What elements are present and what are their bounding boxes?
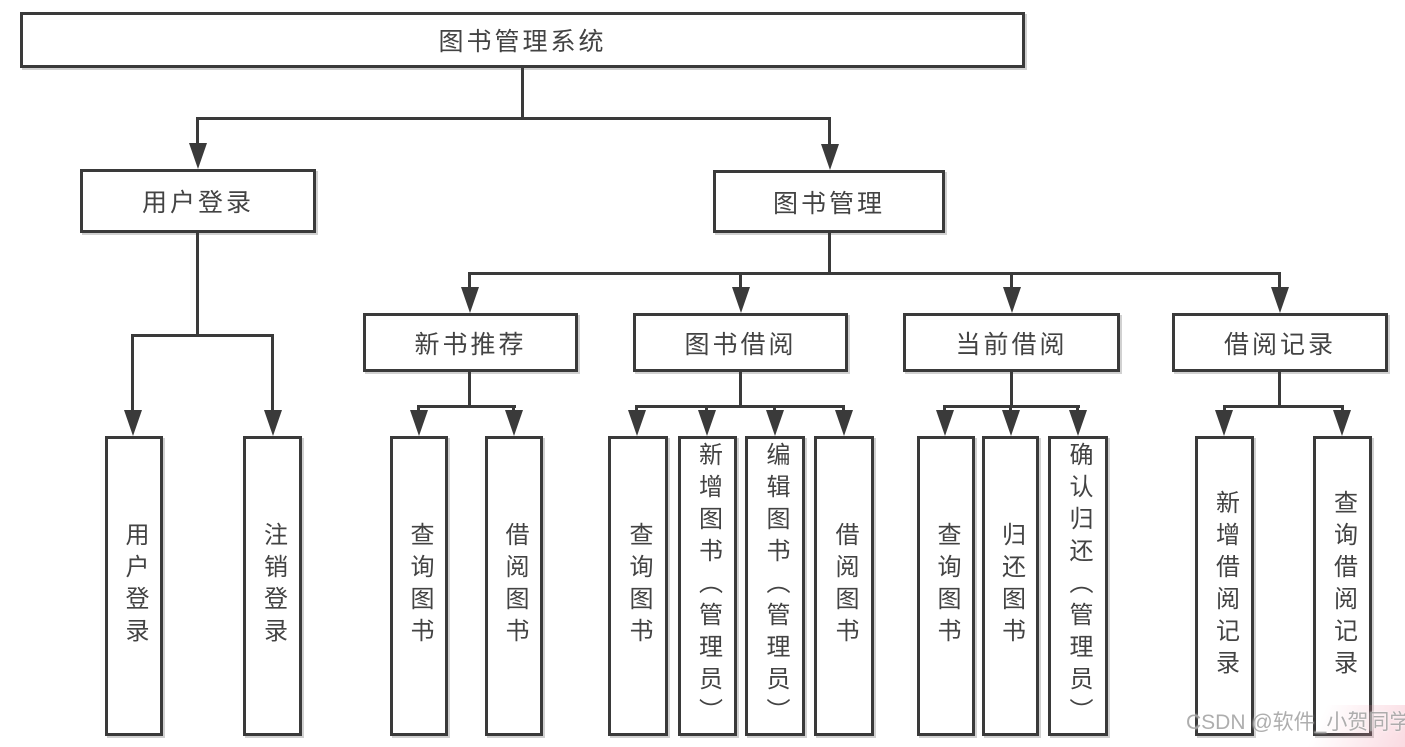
connector-user-stem bbox=[196, 233, 199, 334]
connector-to-leaf bbox=[131, 334, 134, 410]
node-book-mgmt: 图书管理 bbox=[713, 170, 945, 233]
connector-to-record bbox=[1278, 272, 1281, 287]
leaf-logout: 注销登录 bbox=[243, 436, 302, 736]
connector-to-leaf bbox=[842, 405, 845, 410]
connector-root-split bbox=[196, 117, 831, 120]
connector-to-leaf bbox=[773, 405, 776, 410]
connector-to-leaf bbox=[635, 405, 638, 410]
leaf-borrow-edit-book-admin-label: 编辑图书（管理员） bbox=[762, 442, 789, 730]
node-borrow-record: 借阅记录 bbox=[1172, 313, 1388, 372]
connector-to-leaf bbox=[1341, 405, 1344, 410]
leaf-borrow-add-book-admin: 新增图书（管理员） bbox=[678, 436, 737, 736]
arrow-down-icon bbox=[766, 410, 784, 436]
connector-record-stem bbox=[1278, 372, 1281, 405]
node-current-borrow: 当前借阅 bbox=[903, 313, 1120, 372]
leaf-borrow-borrow-book-label: 借阅图书 bbox=[831, 522, 858, 650]
node-user-login-label: 用户登录 bbox=[141, 189, 254, 217]
leaf-borrow-add-book-admin-label: 新增图书（管理员） bbox=[694, 442, 722, 730]
connector-recommend-split bbox=[417, 405, 516, 408]
connector-to-borrow bbox=[739, 272, 742, 287]
arrow-down-icon bbox=[1003, 287, 1021, 313]
leaf-current-confirm-return-admin-label: 确认归还（管理员） bbox=[1065, 442, 1092, 730]
connector-to-leaf bbox=[512, 405, 515, 410]
connector-record-split bbox=[1223, 405, 1344, 408]
leaf-borrow-borrow-book: 借阅图书 bbox=[814, 436, 874, 736]
csdn-watermark: CSDN @软件_小贺同学 bbox=[1186, 711, 1405, 734]
leaf-user-login: 用户登录 bbox=[105, 436, 163, 736]
node-borrow-record-label: 借阅记录 bbox=[1223, 330, 1336, 359]
arrow-down-icon bbox=[1271, 287, 1289, 313]
arrow-down-icon bbox=[461, 287, 479, 313]
connector-to-leaf bbox=[271, 334, 274, 410]
leaf-current-confirm-return-admin: 确认归还（管理员） bbox=[1048, 436, 1108, 736]
leaf-record-add-record-label: 新增借阅记录 bbox=[1211, 490, 1239, 682]
arrow-down-icon bbox=[505, 410, 523, 436]
node-book-mgmt-label: 图书管理 bbox=[772, 189, 885, 218]
node-book-borrow: 图书借阅 bbox=[633, 313, 848, 372]
leaf-borrow-edit-book-admin: 编辑图书（管理员） bbox=[745, 436, 805, 736]
arrow-down-icon bbox=[1215, 410, 1233, 436]
leaf-current-query-book: 查询图书 bbox=[917, 436, 975, 736]
node-current-borrow-label: 当前借阅 bbox=[955, 330, 1068, 359]
node-root: 图书管理系统 bbox=[20, 12, 1025, 68]
connector-to-recommend bbox=[468, 272, 471, 287]
arrow-down-icon bbox=[628, 410, 646, 436]
arrow-down-icon bbox=[835, 410, 853, 436]
leaf-current-return-book: 归还图书 bbox=[982, 436, 1039, 736]
connector-borrow-split bbox=[635, 405, 845, 408]
arrow-down-icon bbox=[698, 410, 716, 436]
leaf-recommend-query-book: 查询图书 bbox=[390, 436, 448, 736]
connector-to-leaf bbox=[417, 405, 420, 410]
leaf-recommend-borrow-book: 借阅图书 bbox=[485, 436, 543, 736]
leaf-current-query-book-label: 查询图书 bbox=[933, 522, 960, 650]
node-user-login: 用户登录 bbox=[80, 169, 316, 233]
arrow-down-icon bbox=[732, 287, 750, 313]
node-new-book-recommend: 新书推荐 bbox=[363, 313, 578, 372]
connector-to-current bbox=[1010, 272, 1013, 287]
connector-to-leaf bbox=[943, 405, 946, 410]
leaf-current-return-book-label: 归还图书 bbox=[997, 522, 1025, 650]
arrow-down-icon bbox=[1333, 410, 1351, 436]
node-new-book-recommend-label: 新书推荐 bbox=[414, 330, 527, 359]
leaf-user-login-label: 用户登录 bbox=[121, 522, 148, 650]
arrow-down-icon bbox=[189, 143, 207, 169]
connector-to-leaf bbox=[1223, 405, 1226, 410]
connector-book-stem bbox=[828, 233, 831, 272]
connector-current-stem bbox=[1010, 372, 1013, 405]
leaf-recommend-query-book-label: 查询图书 bbox=[406, 522, 433, 650]
connector-to-user-login bbox=[196, 117, 199, 143]
leaf-record-query-record-label: 查询借阅记录 bbox=[1329, 490, 1357, 682]
leaf-borrow-query-book-label: 查询图书 bbox=[625, 522, 652, 650]
arrow-down-icon bbox=[264, 410, 282, 436]
node-root-label: 图书管理系统 bbox=[438, 28, 607, 56]
leaf-record-add-record: 新增借阅记录 bbox=[1195, 436, 1254, 736]
arrow-down-icon bbox=[821, 144, 839, 170]
arrow-down-icon bbox=[410, 410, 428, 436]
arrow-down-icon bbox=[1069, 410, 1087, 436]
connector-root-stem bbox=[521, 68, 524, 117]
leaf-recommend-borrow-book-label: 借阅图书 bbox=[501, 522, 528, 650]
node-book-borrow-label: 图书借阅 bbox=[684, 330, 797, 359]
connector-user-split bbox=[131, 334, 274, 337]
leaf-logout-label: 注销登录 bbox=[259, 522, 287, 650]
connector-to-leaf bbox=[1009, 405, 1012, 410]
connector-to-book-mgmt bbox=[828, 117, 831, 144]
connector-book-split bbox=[468, 272, 1281, 275]
connector-to-leaf bbox=[705, 405, 708, 410]
arrow-down-icon bbox=[1002, 410, 1020, 436]
leaf-borrow-query-book: 查询图书 bbox=[608, 436, 668, 736]
leaf-record-query-record: 查询借阅记录 bbox=[1313, 436, 1372, 736]
arrow-down-icon bbox=[124, 410, 142, 436]
connector-borrow-stem bbox=[739, 372, 742, 405]
arrow-down-icon bbox=[936, 410, 954, 436]
connector-recommend-stem bbox=[468, 372, 471, 405]
connector-to-leaf bbox=[1076, 405, 1079, 410]
